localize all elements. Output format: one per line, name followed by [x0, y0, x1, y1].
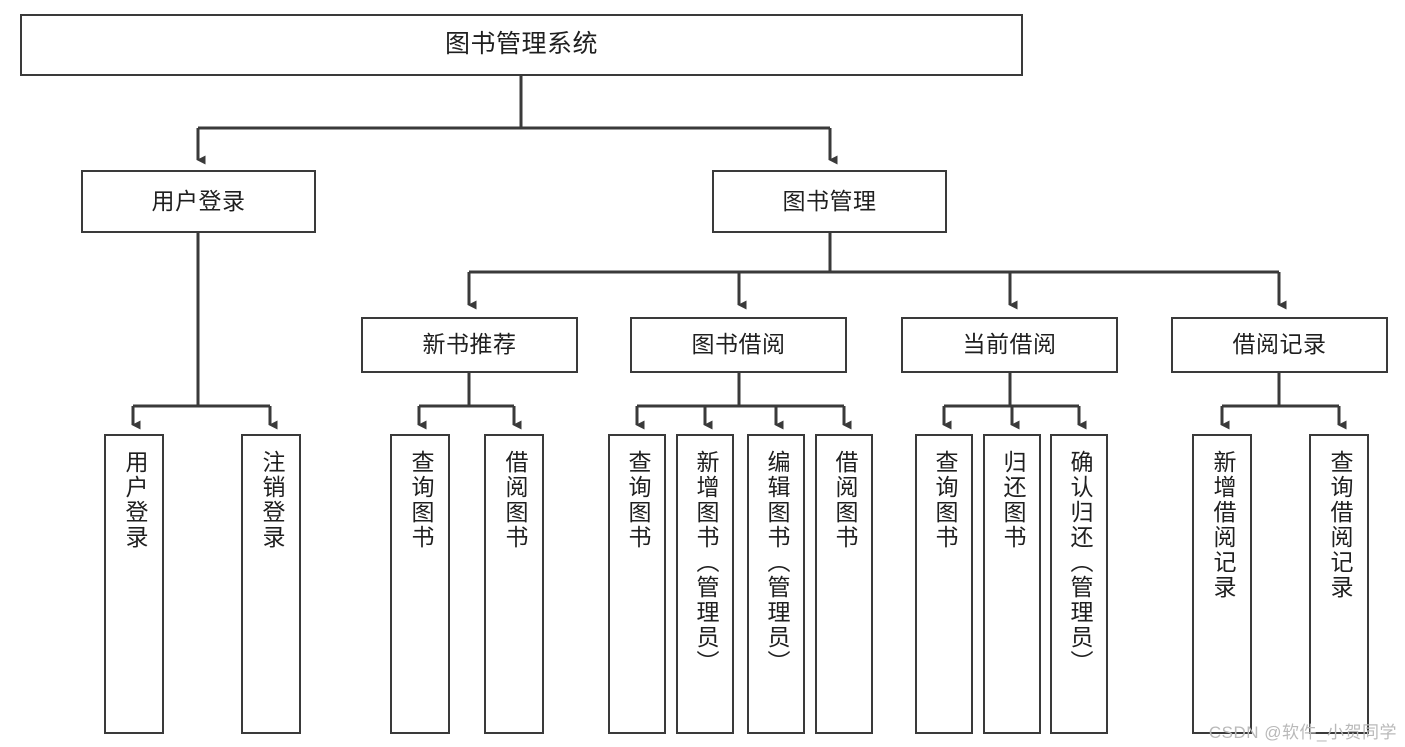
node-label: 图书管理	[782, 187, 877, 214]
leaf-confirm-return-admin[interactable]: 确认归还（管理员）	[1050, 434, 1108, 734]
node-label: 编辑图书（管理员）	[763, 450, 790, 675]
node-label: 当前借阅	[962, 331, 1057, 358]
node-label: 查询图书	[407, 450, 434, 550]
node-book-management[interactable]: 图书管理	[712, 170, 947, 233]
node-label: 借阅图书	[831, 450, 858, 550]
node-label: 查询图书	[624, 450, 651, 550]
leaf-query-book-borrow[interactable]: 查询图书	[608, 434, 666, 734]
leaf-borrow-book[interactable]: 借阅图书	[815, 434, 873, 734]
leaf-user-login[interactable]: 用户登录	[104, 434, 164, 734]
node-label: 确认归还（管理员）	[1066, 450, 1093, 675]
node-label: 用户登录	[151, 187, 246, 214]
leaf-add-borrow-record[interactable]: 新增借阅记录	[1192, 434, 1252, 734]
node-label: 借阅图书	[501, 450, 528, 550]
node-book-borrowing[interactable]: 图书借阅	[630, 317, 847, 373]
node-label: 查询图书	[931, 450, 958, 550]
node-root-system[interactable]: 图书管理系统	[20, 14, 1023, 76]
csdn-watermark: CSDN @软件_小贺同学	[1208, 723, 1397, 742]
leaf-borrow-book-recommend[interactable]: 借阅图书	[484, 434, 544, 734]
node-label: 图书借阅	[691, 331, 786, 358]
node-borrow-records[interactable]: 借阅记录	[1171, 317, 1388, 373]
node-label: 新增图书（管理员）	[692, 450, 719, 675]
node-label: 注销登录	[258, 450, 285, 550]
leaf-query-book-recommend[interactable]: 查询图书	[390, 434, 450, 734]
node-label: 借阅记录	[1232, 331, 1327, 358]
node-current-borrowing[interactable]: 当前借阅	[901, 317, 1118, 373]
node-label: 用户登录	[121, 450, 148, 550]
node-label: 归还图书	[999, 450, 1026, 550]
node-label: 查询借阅记录	[1326, 450, 1353, 600]
node-label: 新书推荐	[422, 331, 517, 358]
leaf-return-book[interactable]: 归还图书	[983, 434, 1041, 734]
node-new-book-recommendation[interactable]: 新书推荐	[361, 317, 578, 373]
leaf-edit-book-admin[interactable]: 编辑图书（管理员）	[747, 434, 805, 734]
leaf-query-borrow-record[interactable]: 查询借阅记录	[1309, 434, 1369, 734]
node-label: 新增借阅记录	[1209, 450, 1236, 600]
leaf-query-book-current[interactable]: 查询图书	[915, 434, 973, 734]
leaf-logout[interactable]: 注销登录	[241, 434, 301, 734]
leaf-add-book-admin[interactable]: 新增图书（管理员）	[676, 434, 734, 734]
node-user-login[interactable]: 用户登录	[81, 170, 316, 233]
node-label: 图书管理系统	[444, 30, 598, 59]
